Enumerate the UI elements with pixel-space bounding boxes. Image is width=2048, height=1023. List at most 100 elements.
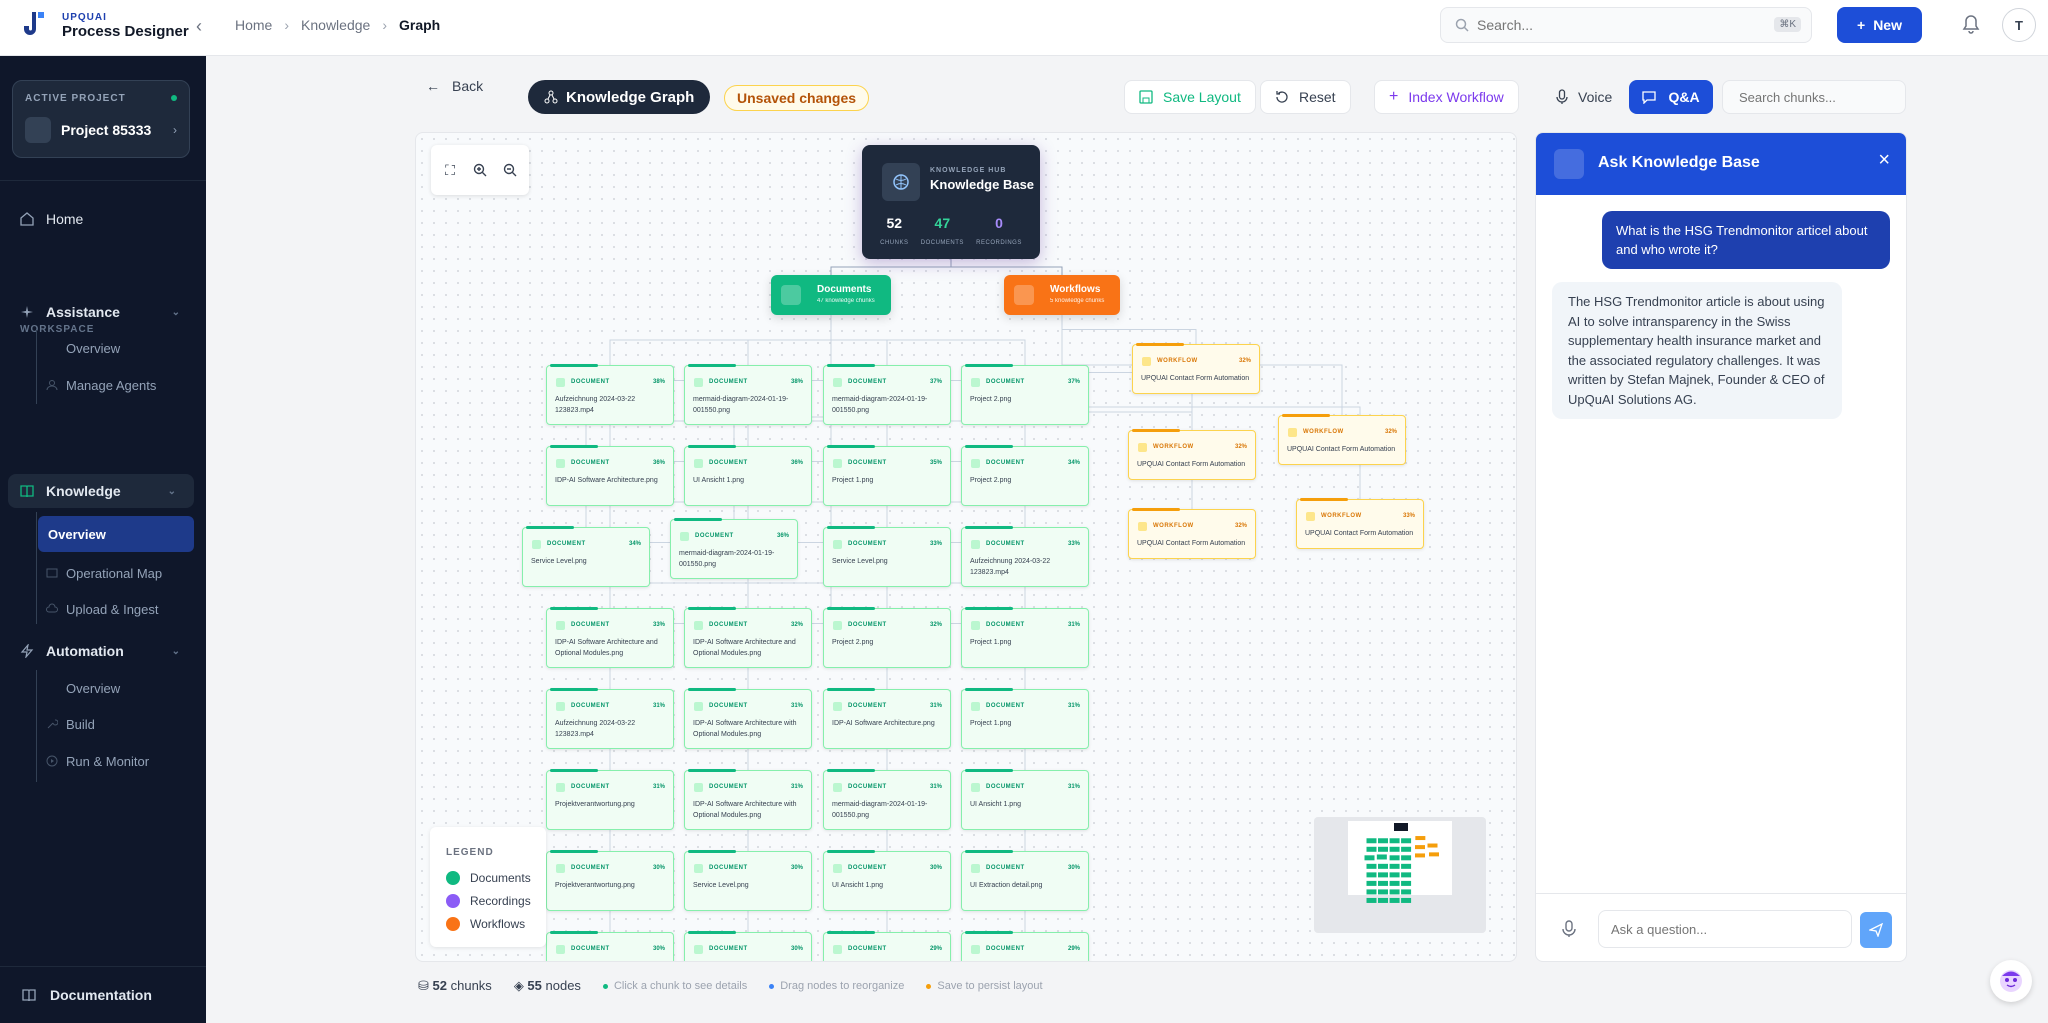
zoom-out-icon[interactable] [501, 161, 519, 179]
sidebar-item-home[interactable]: Home [0, 204, 206, 234]
sidebar-item-operational-map[interactable]: Operational Map [0, 559, 206, 587]
workflows-category-node[interactable]: Workflows 5 knowledge chunks [1004, 275, 1120, 315]
relevance-bar [688, 364, 736, 367]
user-avatar[interactable]: T [2002, 8, 2036, 42]
sidebar-item-automation[interactable]: Automation ⌄ [0, 636, 206, 666]
sidebar-item-run-monitor[interactable]: Run & Monitor [0, 747, 206, 775]
collapse-sidebar-button[interactable]: ‹ [196, 16, 202, 36]
notifications-bell-icon[interactable] [1962, 14, 1980, 34]
qa-chat-panel: Ask Knowledge Base × What is the HSG Tre… [1535, 132, 1907, 962]
breadcrumb-knowledge[interactable]: Knowledge [301, 17, 371, 33]
minimap-document [1401, 855, 1412, 861]
qa-toggle-button[interactable]: Q&A [1629, 80, 1713, 114]
voice-label: Voice [1578, 89, 1613, 105]
node-score: 33% [1402, 513, 1415, 519]
graph-edge [830, 315, 1026, 365]
sidebar-item-build[interactable]: Build [0, 710, 206, 738]
sidebar-item-knowledge[interactable]: Knowledge ⌄ [8, 474, 194, 508]
sidebar-item-documentation[interactable]: Documentation [0, 966, 206, 1023]
save-icon [1139, 90, 1153, 104]
breadcrumb-home[interactable]: Home [235, 17, 273, 33]
legend-dot [446, 894, 460, 908]
sidebar-item-assistance[interactable]: Assistance ⌄ [0, 297, 206, 327]
document-icon [532, 540, 541, 549]
sidebar-item-manage-agents[interactable]: Manage Agents [0, 371, 206, 399]
documents-category-node[interactable]: Documents 47 knowledge chunks [771, 275, 891, 315]
sidebar-item-automation-overview[interactable]: Overview [0, 674, 206, 702]
document-icon [556, 945, 565, 954]
chunk-search-input[interactable] [1722, 80, 1906, 114]
workspace-label: WORKSPACE [20, 324, 95, 335]
close-icon[interactable]: × [1878, 149, 1890, 171]
microphone-icon[interactable] [1562, 920, 1576, 938]
logo-icon[interactable] [22, 10, 48, 40]
voice-button[interactable]: Voice [1542, 80, 1626, 114]
minimap[interactable] [1314, 817, 1486, 933]
relevance-bar [965, 445, 1013, 448]
back-button[interactable]: ←Back [426, 78, 483, 94]
document-icon [556, 783, 565, 792]
active-project-card[interactable]: ACTIVE PROJECT Project 85333 › [12, 80, 190, 158]
send-button[interactable] [1860, 912, 1892, 948]
reset-button[interactable]: Reset [1260, 80, 1351, 114]
zoom-in-icon[interactable] [471, 161, 489, 179]
node-type: DOCUMENT [709, 946, 748, 952]
sparkle-icon [1554, 149, 1584, 179]
index-workflow-button[interactable]: + Index Workflow [1374, 80, 1519, 114]
new-button[interactable]: +New [1837, 7, 1922, 43]
global-search[interactable]: ⌘K [1440, 7, 1812, 43]
global-search-input[interactable] [1477, 14, 1757, 36]
node-name: UPQUAI Contact Form Automation [1305, 530, 1414, 537]
sidebar-item-assistance-overview[interactable]: Overview [0, 334, 206, 362]
node-name: Project 1.png [970, 720, 1012, 727]
workflows-category-sub: 5 knowledge chunks [1050, 298, 1105, 304]
save-layout-button[interactable]: Save Layout [1124, 80, 1256, 114]
minimap-document [1389, 855, 1400, 861]
sidebar-item-knowledge-overview[interactable]: Overview [38, 516, 194, 552]
arrow-left-icon: ← [426, 78, 440, 94]
assistant-bot-avatar[interactable] [1990, 960, 2032, 1002]
fullscreen-icon[interactable]: ⛶ [445, 161, 455, 178]
sidebar-item-upload-ingest[interactable]: Upload & Ingest [0, 595, 206, 623]
chat-question-input[interactable] [1598, 910, 1852, 948]
